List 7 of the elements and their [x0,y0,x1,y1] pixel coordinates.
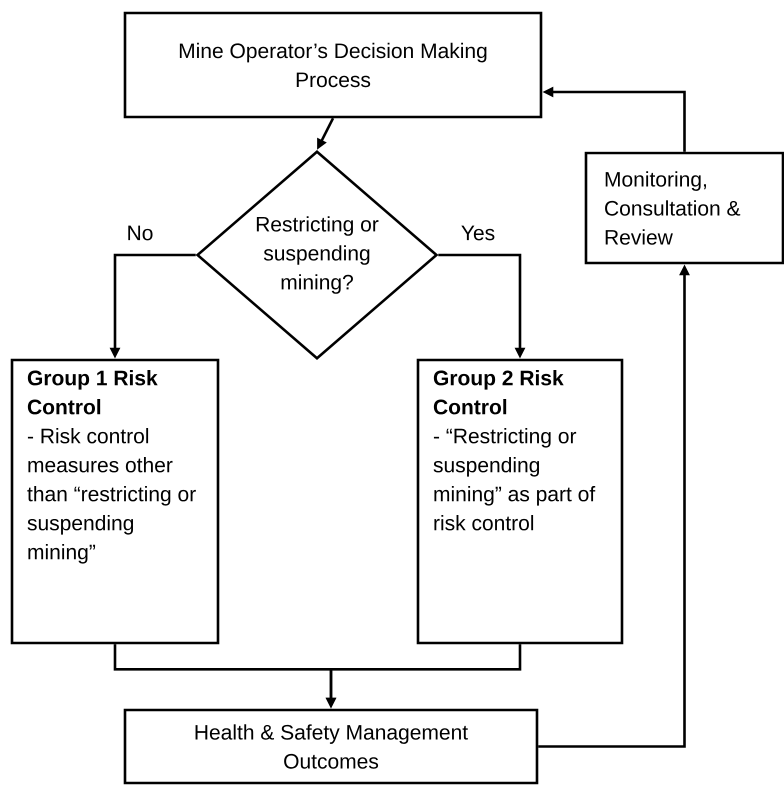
edge-label: No [124,224,156,242]
process-box: Monitoring, Consultation & Review [584,152,784,264]
edge-label: Yes [458,224,498,242]
process-box: Health & Safety Management Outcomes [124,708,538,784]
process-box: Group 2 Risk Control - “Restricting or suspending mining” as part of risk control [416,358,624,644]
process-box: Group 1 Risk Control - Risk control measures other than “restricting or suspending mining” [10,358,220,644]
process-box: Mine Operator’s Decision Making Process [124,12,542,118]
